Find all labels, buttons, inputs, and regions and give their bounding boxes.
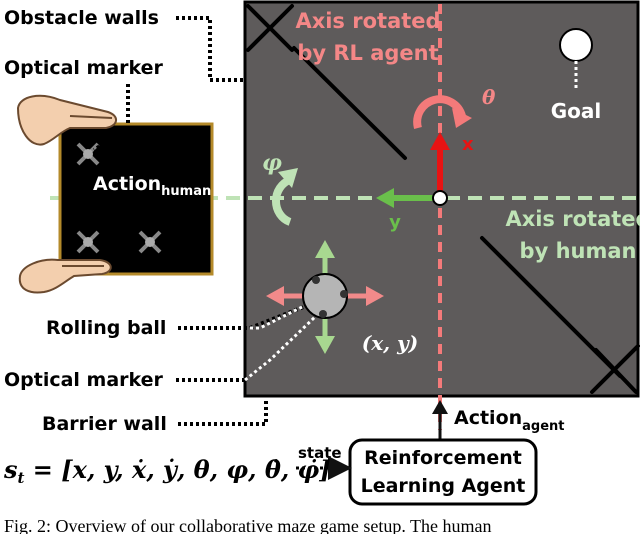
- phi-rotation-arc: [272, 176, 292, 226]
- optical-marker-dot: [145, 237, 155, 247]
- theta-arrow-head: [452, 108, 472, 128]
- obstacle-walls-leader: [176, 16, 245, 82]
- axis-human-label-2: by human: [520, 239, 637, 263]
- action-agent-label: Actionagent: [454, 407, 565, 434]
- obstacle-walls-label: Obstacle walls: [4, 7, 159, 29]
- x-axis-label: x: [462, 134, 474, 155]
- axis-rl-label-1: Axis rotated: [295, 9, 440, 33]
- x-arrow-head: [430, 132, 450, 150]
- ball-marker: [319, 310, 327, 318]
- barrier-wall-leader: [178, 400, 268, 426]
- state-vector: st = [x, y, ẋ, ẏ, θ, φ, θ̇, φ̇]: [3, 455, 331, 487]
- optical-marker-top-label: Optical marker: [4, 57, 164, 79]
- optical-marker-bottom-label: Optical marker: [4, 369, 164, 391]
- obstacle-walls: [246, 4, 640, 394]
- axis-human-label-1: Axis rotated: [505, 207, 640, 231]
- ball-position-label: (x, y): [362, 331, 418, 355]
- theta-rotation-arc: [413, 95, 466, 130]
- rl-agent-label-1: Reinforcement: [364, 447, 522, 469]
- goal-hole: [559, 28, 593, 62]
- rolling-ball-leader-white: [250, 304, 305, 330]
- action-agent-arrow-head: [432, 400, 448, 414]
- barrier-wall-label: Barrier wall: [42, 413, 167, 435]
- axis-rl-label-2: by RL agent: [297, 41, 438, 65]
- rolling-ball-label: Rolling ball: [46, 317, 166, 339]
- bottom-hand-icon: [18, 258, 112, 294]
- ball-marker: [340, 290, 348, 298]
- action-human-label: Actionhuman: [93, 173, 211, 199]
- optical-marker-dot: [83, 149, 93, 159]
- optical-marker-top-leader: [92, 84, 130, 152]
- optical-marker-dot: [83, 237, 93, 247]
- optical-marker-bottom-leader-b: [244, 314, 318, 382]
- phi-label: φ: [262, 150, 282, 176]
- theta-label: θ: [482, 85, 496, 109]
- figure-caption: Fig. 2: Overview of our collaborative ma…: [4, 516, 492, 534]
- rl-agent-label-2: Learning Agent: [361, 475, 526, 497]
- ball-marker: [312, 276, 320, 284]
- top-hand-icon: [16, 94, 117, 146]
- y-axis-label: y: [389, 212, 401, 233]
- phi-arrow-head: [278, 168, 298, 188]
- axis-origin: [432, 190, 448, 206]
- goal-label: Goal: [551, 99, 602, 123]
- y-arrow-head: [376, 188, 394, 208]
